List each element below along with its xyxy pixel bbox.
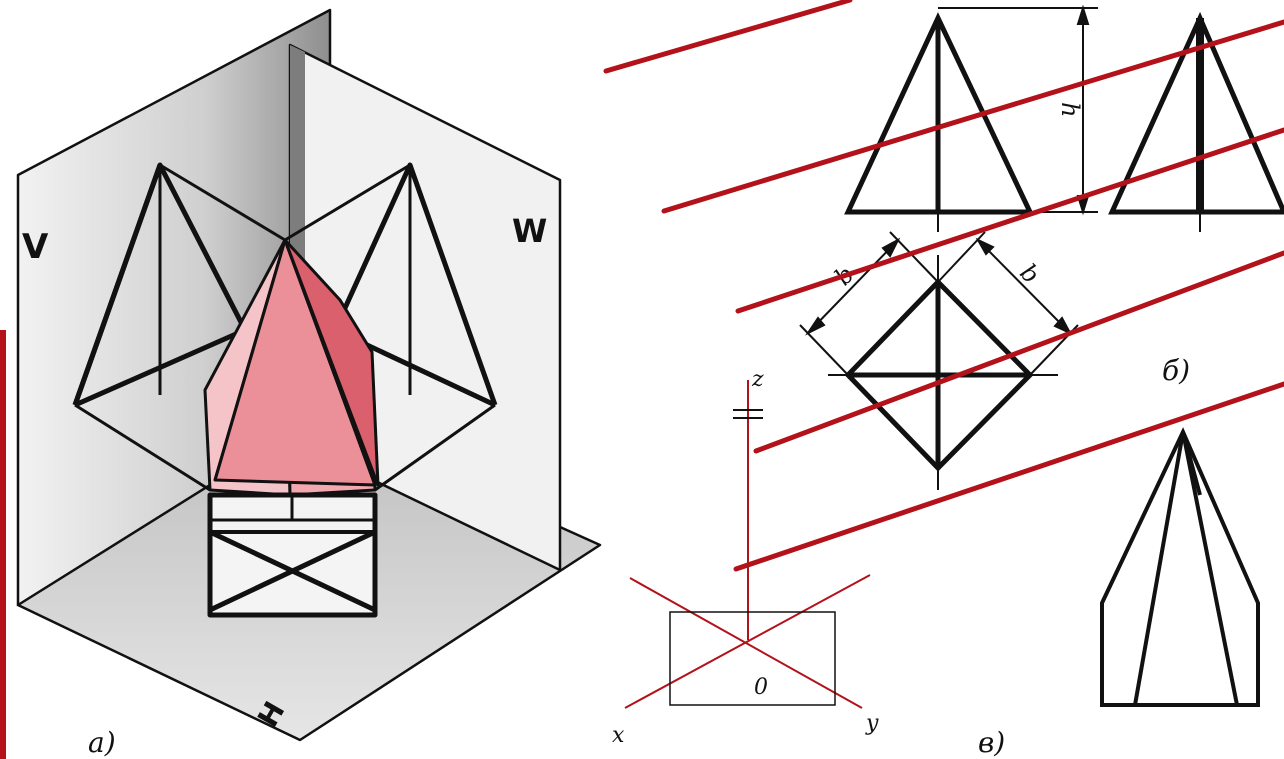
plane-w-label: W [512,212,547,250]
pointer-line-2 [661,19,1284,214]
isometric-view [16,8,602,742]
figure-v-caption: в) [978,726,1005,759]
axonometric-axes [624,380,871,709]
plane-v-label: V [22,227,49,267]
dim-b-right-label: b [1014,258,1045,289]
axis-y-label: y [865,711,879,736]
figure-a-caption: a) [88,726,116,759]
dim-h-label: h [1056,102,1084,117]
orthographic-views [799,4,1284,490]
origin-label: 0 [754,675,768,700]
pointer-line-4 [753,250,1284,454]
left-edge-bar [0,330,6,759]
h-projection [207,492,378,618]
pointer-line-1 [603,0,853,74]
figure-b-caption: б) [1162,354,1190,387]
isometric-pyramid [1100,427,1260,707]
axis-x-label: x [612,723,625,748]
side-view [1108,11,1284,232]
pointer-lines [603,0,1284,572]
pointer-line-5 [733,381,1284,572]
axis-z-label: z [751,367,764,392]
pointer-line-3 [735,127,1284,314]
pyramid-solid [203,238,380,497]
